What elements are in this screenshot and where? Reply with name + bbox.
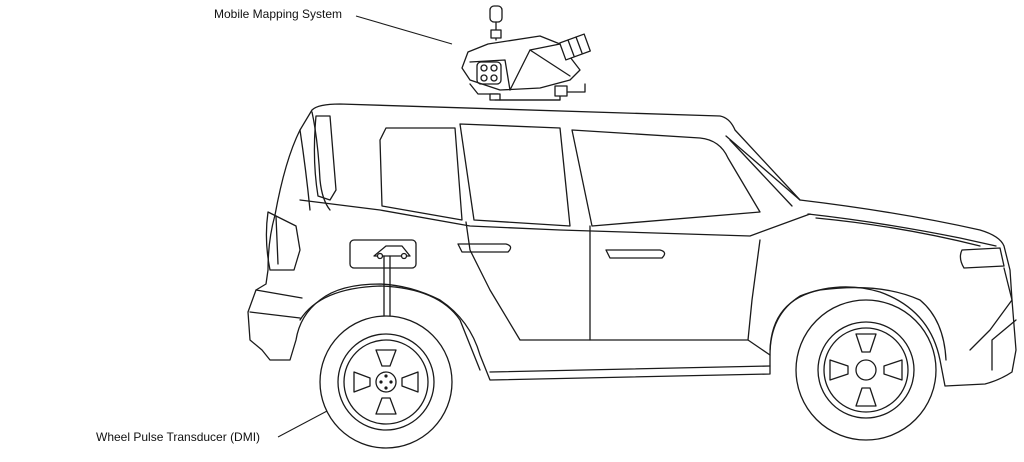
door-handle-rear <box>457 243 512 253</box>
dmi-sensor <box>375 371 397 393</box>
dmi-bracket <box>373 245 411 257</box>
label-wheel-pulse-transducer: Wheel Pulse Transducer (DMI) <box>96 430 260 444</box>
camera-lens <box>559 33 591 61</box>
label-mobile-mapping-system: Mobile Mapping System <box>214 7 342 21</box>
rear-wheel <box>319 315 453 449</box>
mobile-mapping-unit <box>461 5 591 101</box>
rear-panel-plate <box>349 239 417 269</box>
leader-line-mapping <box>355 15 453 45</box>
front-wheel <box>795 299 937 441</box>
vehicle-body <box>247 103 1017 387</box>
window-front-door <box>571 129 761 227</box>
headlight <box>959 247 1005 269</box>
window-rear-quarter <box>379 127 463 221</box>
rear-window <box>313 115 337 201</box>
body-outline <box>247 103 1017 387</box>
window-rear-door <box>459 123 571 227</box>
tail-light <box>265 211 301 271</box>
gnss-antenna <box>489 5 503 23</box>
door-handle-front <box>605 249 666 259</box>
